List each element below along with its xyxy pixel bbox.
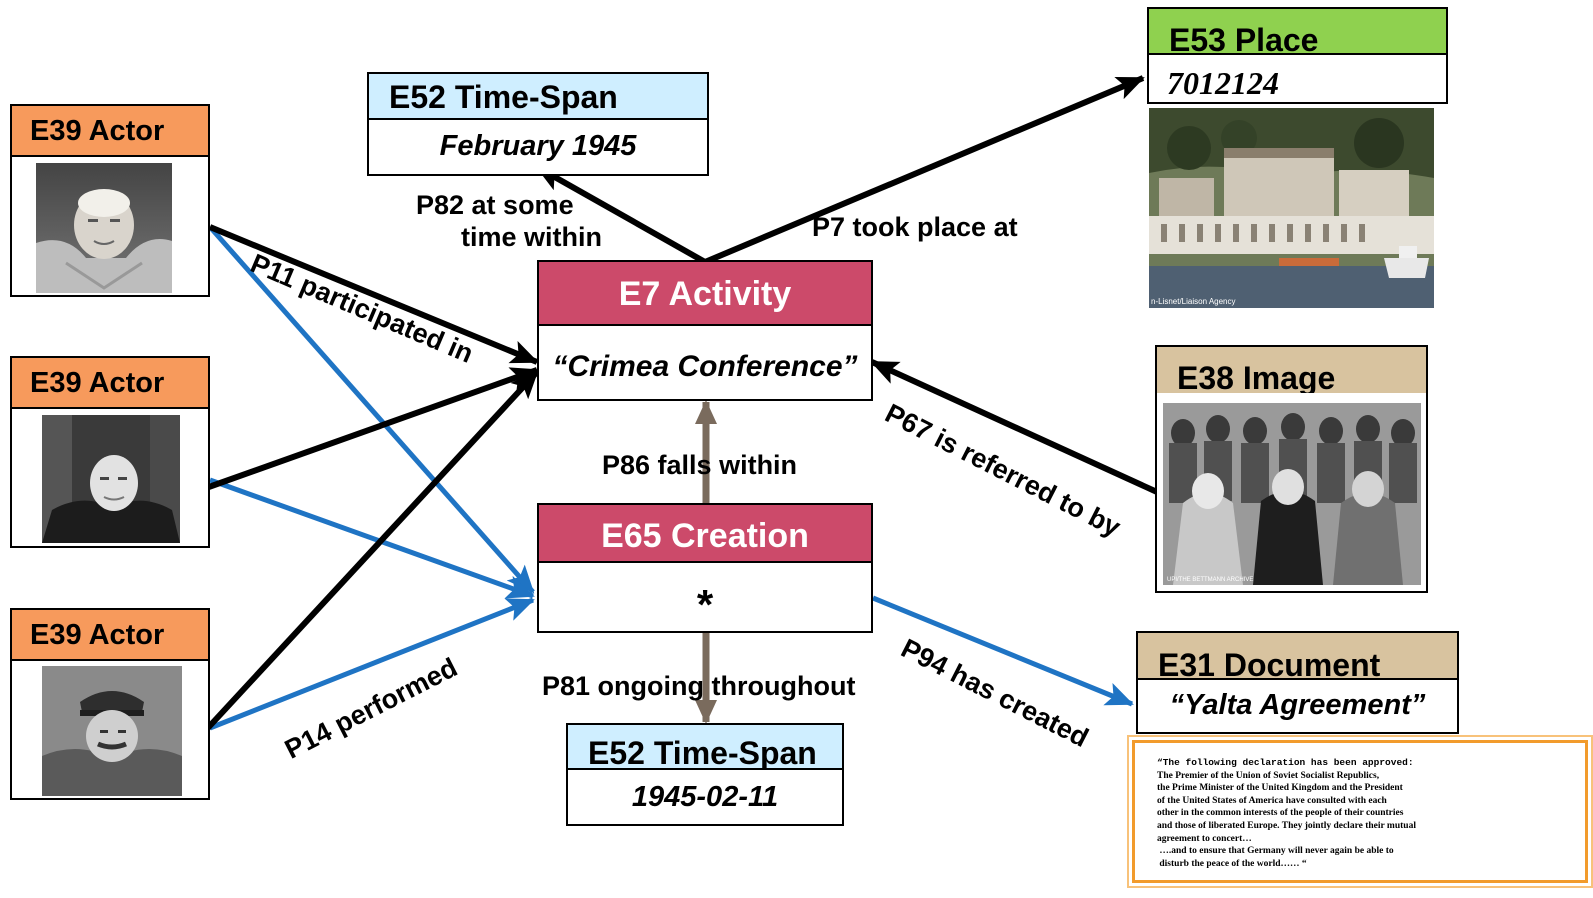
node-value: 7012124 xyxy=(1167,65,1279,101)
edge-image-activity xyxy=(870,359,1159,495)
edge-actor1-creation xyxy=(208,225,535,594)
churchill-portrait xyxy=(36,163,172,293)
node-type-header: E52 Time-Span xyxy=(568,725,842,770)
document-node[interactable]: E31 Document “Yalta Agreement” xyxy=(1136,631,1459,734)
node-type-header: E7 Activity xyxy=(539,262,871,326)
excerpt-line: and those of liberated Europe. They join… xyxy=(1157,820,1416,831)
excerpt-line: agreement to concert… xyxy=(1157,833,1252,844)
image-node[interactable]: E38 Image UPI/THE BETTMANN ARCHIVE xyxy=(1155,345,1428,593)
node-type-header: E39 Actor xyxy=(12,610,208,661)
node-value: “Yalta Agreement” xyxy=(1169,689,1426,721)
node-type-header: E31 Document xyxy=(1138,633,1457,680)
node-type-header: E38 Image xyxy=(1157,347,1426,393)
excerpt-line: the Prime Minister of the United Kingdom… xyxy=(1157,783,1403,794)
conference-group-photo: UPI/THE BETTMANN ARCHIVE xyxy=(1163,403,1421,585)
edge-actor3-creation xyxy=(209,597,535,731)
place-photo-caption: n-Lisnet/Liaison Agency xyxy=(1151,297,1236,306)
label-p7: P7 took place at xyxy=(812,212,1018,242)
node-value: * xyxy=(696,581,714,628)
edge-activity-place xyxy=(703,75,1145,265)
actor-node-2[interactable]: E39 Actor xyxy=(10,356,210,548)
excerpt-line: other in the common interests of the peo… xyxy=(1157,808,1404,819)
roosevelt-portrait xyxy=(42,415,180,543)
label-p82-line2: time within xyxy=(461,222,602,252)
edge-actor1-activity xyxy=(208,224,539,365)
creation-node[interactable]: E65 Creation * xyxy=(537,503,873,633)
edge-actor3-activity xyxy=(203,369,540,733)
node-type-header: E65 Creation xyxy=(539,505,871,563)
edge-actor2-creation xyxy=(209,477,535,599)
label-p86: P86 falls within xyxy=(602,450,798,480)
node-type-header: E39 Actor xyxy=(12,358,208,409)
node-value: “Crimea Conference” xyxy=(552,350,858,383)
node-type-header: E52 Time-Span xyxy=(369,74,707,120)
excerpt-line: disturb the peace of the world…… “ xyxy=(1157,858,1307,869)
excerpt-line: The Premier of the Union of Soviet Socia… xyxy=(1157,770,1380,781)
node-value: 1945-02-11 xyxy=(631,781,779,813)
yalta-photo: n-Lisnet/Liaison Agency xyxy=(1149,108,1434,308)
node-type-header: E39 Actor xyxy=(12,106,208,157)
node-value: February 1945 xyxy=(439,130,637,162)
label-p82-line1: P82 at some xyxy=(416,190,574,220)
excerpt-line: of the United States of America have con… xyxy=(1157,795,1387,806)
document-excerpt: “The following declaration has been appr… xyxy=(1127,735,1593,888)
stalin-portrait xyxy=(42,666,182,796)
timespan-node-top[interactable]: E52 Time-Span February 1945 xyxy=(367,72,709,176)
node-type-header: E53 Place xyxy=(1149,9,1446,55)
excerpt-line: “The following declaration has been appr… xyxy=(1157,757,1414,768)
edge-creation-document xyxy=(872,595,1134,707)
activity-node[interactable]: E7 Activity “Crimea Conference” xyxy=(537,260,873,401)
actor-node-1[interactable]: E39 Actor xyxy=(10,104,210,297)
image-photo-caption: UPI/THE BETTMANN ARCHIVE xyxy=(1167,577,1253,583)
actor-node-3[interactable]: E39 Actor xyxy=(10,608,210,800)
excerpt-line: ….and to ensure that Germany will never … xyxy=(1157,846,1394,857)
edge-activity-timespan xyxy=(535,164,707,265)
edge-actor2-activity xyxy=(204,367,539,491)
timespan-node-bottom[interactable]: E52 Time-Span 1945-02-11 xyxy=(566,723,844,826)
place-node[interactable]: E53 Place 7012124 xyxy=(1147,7,1448,104)
label-p81: P81 ongoing throughout xyxy=(542,671,856,701)
